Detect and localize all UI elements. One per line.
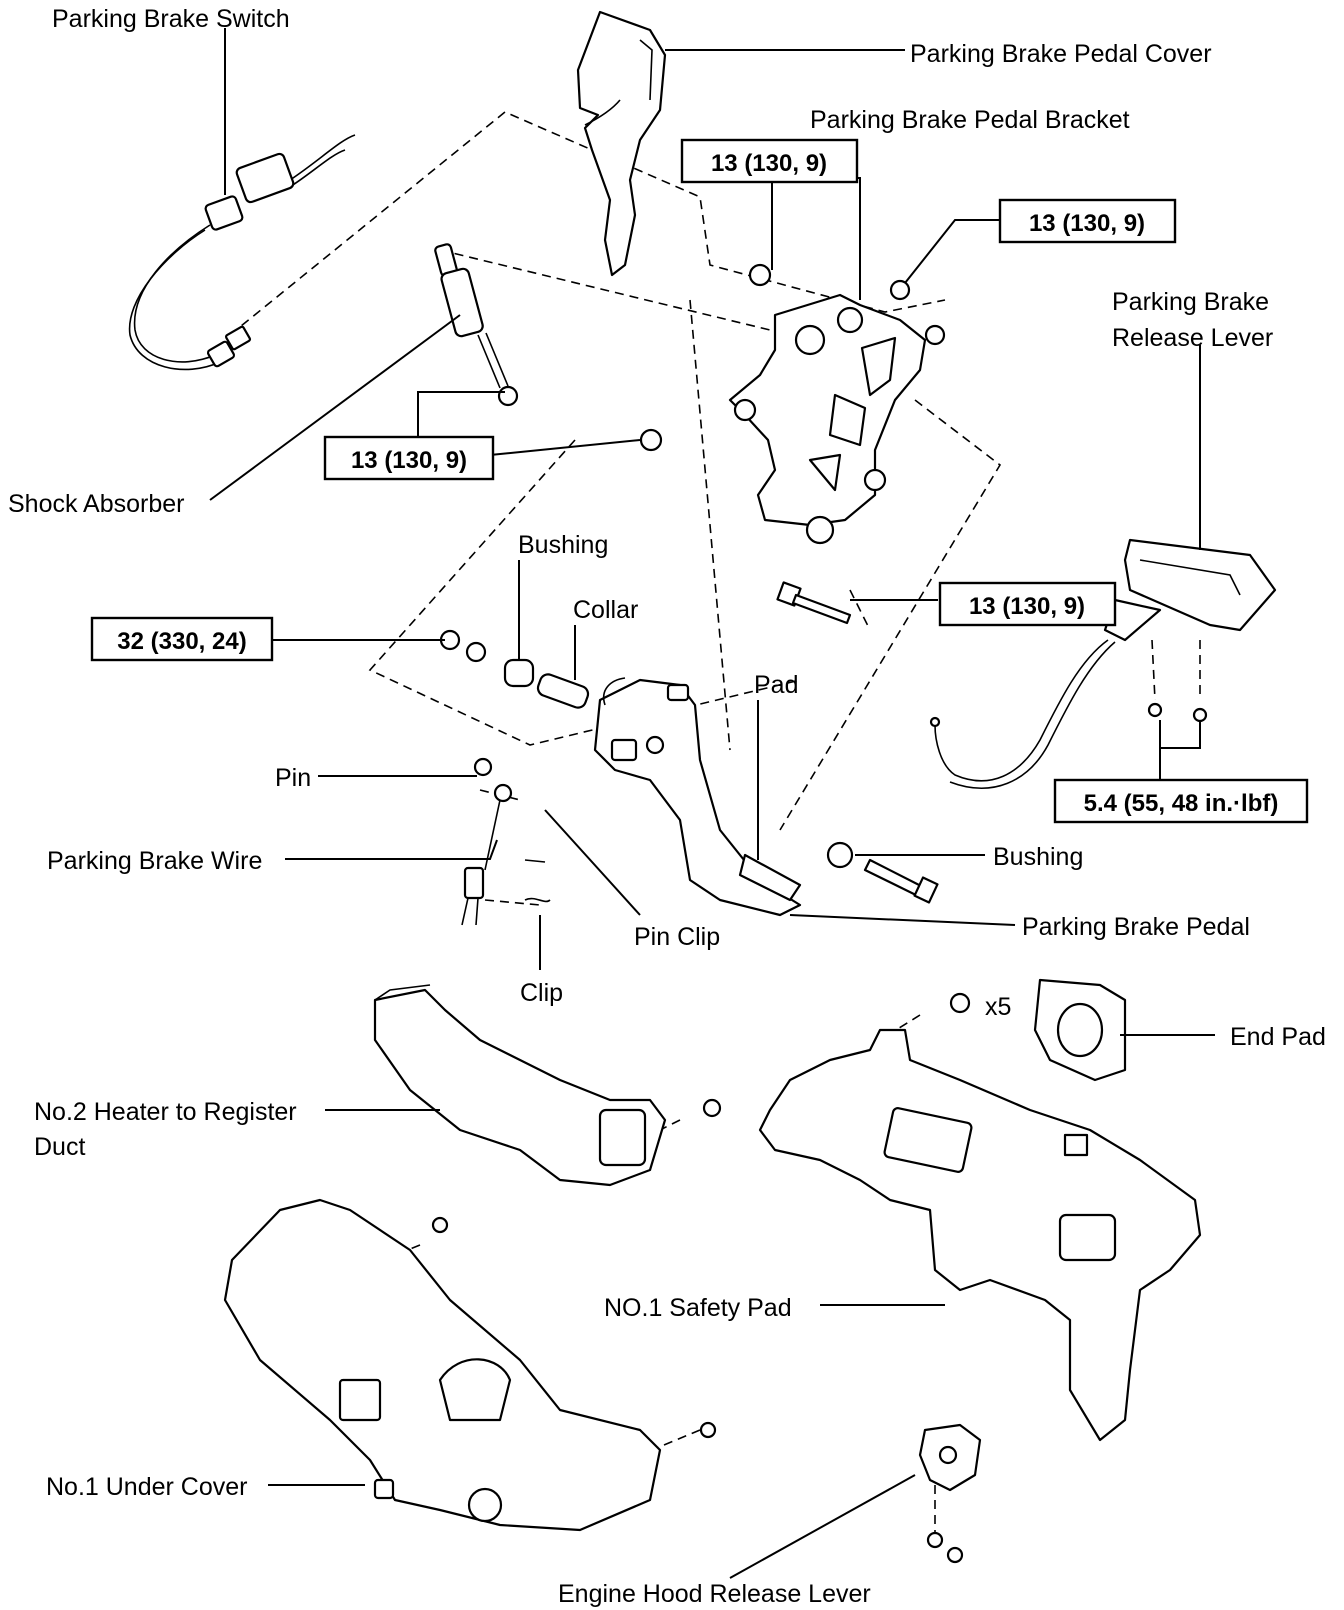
label-heater-duct-line1: No.2 Heater to Register [34, 1098, 297, 1126]
torque-text-shock-absorber: 13 (130, 9) [351, 447, 467, 474]
under-cover-part [223, 1198, 717, 1532]
label-collar: Collar [573, 596, 638, 624]
label-under-cover: No.1 Under Cover [46, 1473, 247, 1501]
label-safety-pad: NO.1 Safety Pad [604, 1294, 792, 1322]
torque-text-release-lever: 5.4 (55, 48 in.·lbf) [1084, 790, 1279, 817]
engine-hood-release-lever-part [918, 1423, 982, 1564]
label-heater-duct-line2: Duct [34, 1133, 85, 1161]
parking-brake-pedal-bracket-part [728, 293, 946, 545]
label-end-pad: End Pad [1230, 1023, 1326, 1051]
torque-text-pedal-nut: 32 (330, 24) [117, 628, 246, 655]
parking-brake-switch-part [128, 134, 356, 371]
parking-brake-pedal-cover-part [576, 10, 667, 277]
lower-bushing-bolt-part [826, 841, 939, 904]
label-release-lever-line2: Release Lever [1112, 324, 1273, 352]
label-pad: Pad [754, 671, 798, 699]
label-bushing-lower: Bushing [993, 843, 1083, 871]
bracket-bolt-part [776, 581, 852, 625]
label-bushing-upper: Bushing [518, 531, 608, 559]
label-shock-absorber: Shock Absorber [8, 490, 185, 518]
safety-pad-part [758, 992, 1202, 1442]
label-clip: Clip [520, 979, 563, 1007]
torque-box-release-lever: 5.4 (55, 48 in.·lbf) [1053, 778, 1309, 824]
assembly-dashed-lines [229, 111, 1201, 1540]
torque-text-bracket-left: 13 (130, 9) [711, 150, 827, 177]
label-engine-hood-release-lever: Engine Hood Release Lever [558, 1580, 871, 1608]
label-parking-brake-pedal-cover: Parking Brake Pedal Cover [910, 40, 1212, 68]
label-parking-brake-pedal-bracket: Parking Brake Pedal Bracket [810, 106, 1130, 134]
bracket-nuts [439, 263, 911, 663]
torque-text-bracket-bolt: 13 (130, 9) [969, 593, 1085, 620]
torque-box-bracket-left: 13 (130, 9) [680, 138, 859, 184]
heater-duct-part [373, 984, 722, 1187]
torque-box-bracket-bolt: 13 (130, 9) [938, 581, 1117, 627]
leader-lines [209, 28, 1215, 1579]
parking-brake-release-lever-part [929, 538, 1277, 789]
bushing-collar-part [503, 658, 590, 709]
torque-box-pedal-nut: 32 (330, 24) [90, 616, 274, 662]
pin-wire-clip-parts [461, 757, 551, 926]
label-pin: Pin [275, 764, 311, 792]
parking-brake-pedal-part [593, 677, 802, 917]
torque-box-bracket-right: 13 (130, 9) [998, 198, 1177, 244]
torque-text-bracket-right: 13 (130, 9) [1029, 210, 1145, 237]
torque-box-shock-absorber: 13 (130, 9) [323, 435, 495, 481]
label-parking-brake-wire: Parking Brake Wire [47, 847, 262, 875]
label-pin-clip: Pin Clip [634, 923, 720, 951]
label-parking-brake-pedal: Parking Brake Pedal [1022, 913, 1250, 941]
label-release-lever-line1: Parking Brake [1112, 288, 1269, 316]
label-x5: x5 [985, 993, 1011, 1021]
label-parking-brake-switch: Parking Brake Switch [52, 5, 290, 33]
end-pad-part [1033, 978, 1127, 1082]
